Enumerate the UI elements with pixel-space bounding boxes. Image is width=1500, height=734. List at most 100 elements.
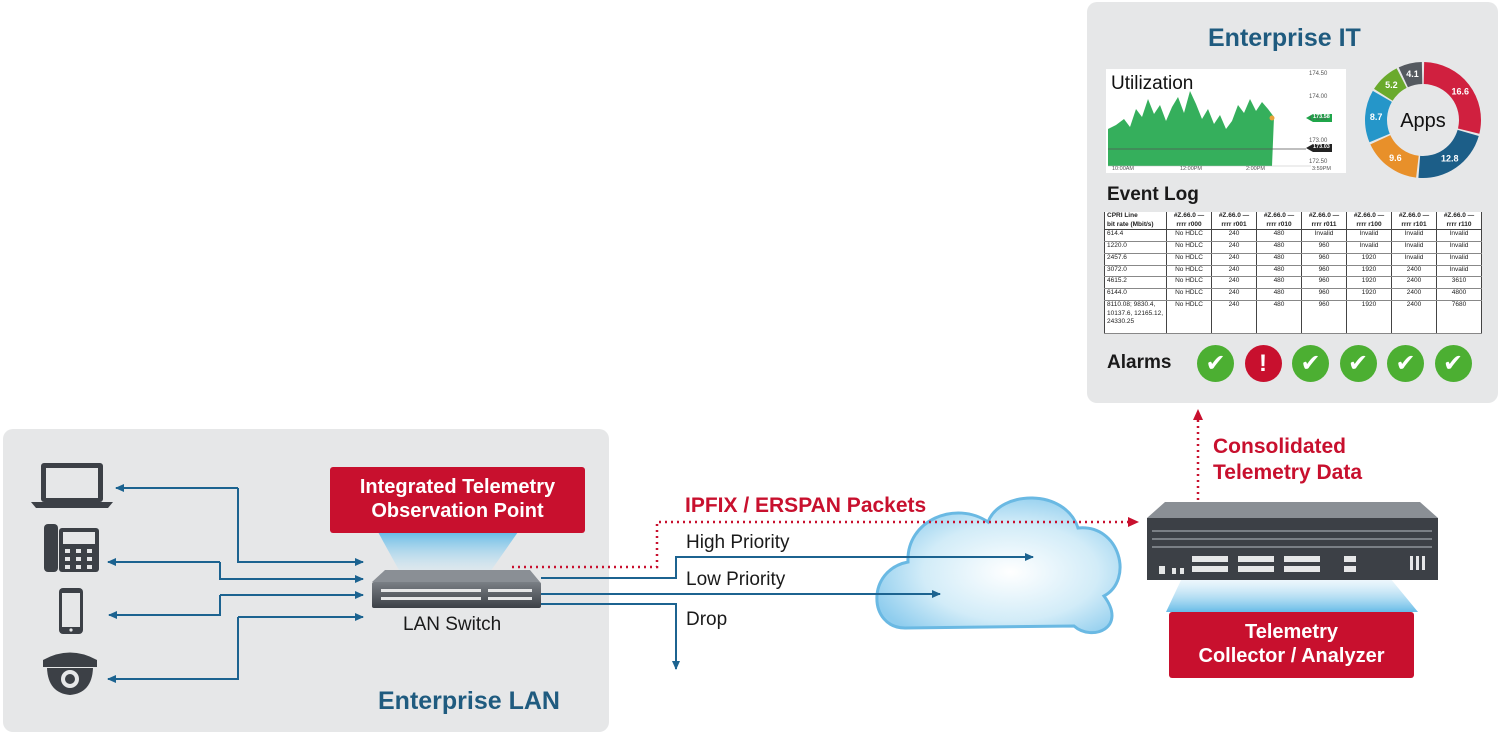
utilization-y-tick-4: 172.50 xyxy=(1309,159,1328,165)
event-log-cell: 480 xyxy=(1256,241,1302,254)
drop-label: Drop xyxy=(686,609,728,630)
event-log-cell: Invalid xyxy=(1436,265,1482,278)
event-log-cell: No HDLC xyxy=(1166,276,1212,290)
utilization-y-tick-1: 174.00 xyxy=(1309,94,1328,100)
observation-point-line2: Observation Point xyxy=(371,500,544,522)
telemetry-packets-path xyxy=(512,409,1203,569)
event-log-header-line: #Z.66.0 — xyxy=(1308,212,1340,219)
event-log-cell: 1220.0 xyxy=(1104,241,1167,254)
event-log-cell: 2400 xyxy=(1391,265,1437,278)
utilization-price-high: 173.58 xyxy=(1313,114,1330,120)
event-log-cell: 960 xyxy=(1301,300,1347,335)
desk-phone-icon xyxy=(44,524,99,572)
event-log-header-line: #Z.66.0 — xyxy=(1443,212,1475,219)
event-log-cell: 4615.2 xyxy=(1104,276,1167,290)
event-log-header-line: rrrr r010 xyxy=(1266,220,1292,228)
alarm-ok-icon: ✔ xyxy=(1434,345,1472,382)
event-log-cell: Invalid xyxy=(1436,241,1482,254)
event-log-header-line: #Z.66.0 — xyxy=(1173,212,1205,219)
event-log-header: #Z.66.0 —rrrr r110 xyxy=(1436,212,1482,231)
apps-donut-slice-label: 9.6 xyxy=(1389,153,1402,163)
event-log-header-line: #Z.66.0 — xyxy=(1263,212,1295,219)
event-log-header: #Z.66.0 —rrrr r010 xyxy=(1256,212,1302,231)
event-log-header-line: rrrr r000 xyxy=(1176,220,1202,228)
event-log-cell: 480 xyxy=(1256,276,1302,290)
event-log-cell: 240 xyxy=(1211,300,1257,335)
event-log-header: #Z.66.0 —rrrr r011 xyxy=(1301,212,1347,231)
event-log-cell: 614.4 xyxy=(1104,229,1167,242)
event-log-row: 8110.08; 9830.4, 10137.6, 12165.12, 2433… xyxy=(1104,300,1482,335)
enterprise-it-title: Enterprise IT xyxy=(1208,24,1361,52)
utilization-x-tick-2: 2:00PM xyxy=(1246,166,1265,172)
apps-donut-slice xyxy=(1365,90,1392,143)
collector-beam xyxy=(1166,578,1418,612)
collector-line1: Telemetry xyxy=(1244,621,1338,643)
event-log-cell: 240 xyxy=(1211,229,1257,242)
smartphone-icon xyxy=(59,588,83,634)
observation-point-box: Integrated Telemetry Observation Point xyxy=(330,467,585,533)
event-log-cell: 960 xyxy=(1301,241,1347,254)
event-log-cell: No HDLC xyxy=(1166,241,1212,254)
event-log-cell: 480 xyxy=(1256,229,1302,242)
event-log-cell: 7680 xyxy=(1436,300,1482,335)
event-log-cell: 4800 xyxy=(1436,288,1482,301)
event-log-header-line: #Z.66.0 — xyxy=(1353,212,1385,219)
event-log-cell: Invalid xyxy=(1391,253,1437,266)
event-log-header-line: #Z.66.0 — xyxy=(1398,212,1430,219)
apps-donut-slice-label: 8.7 xyxy=(1370,112,1383,122)
event-log-cell: Invalid xyxy=(1391,229,1437,242)
event-log-cell: 1920 xyxy=(1346,265,1392,278)
high-priority-label: High Priority xyxy=(686,532,790,553)
collector-box: Telemetry Collector / Analyzer xyxy=(1169,612,1414,678)
event-log-cell: 240 xyxy=(1211,265,1257,278)
apps-donut-slice xyxy=(1370,135,1419,178)
event-log-cell: 8110.08; 9830.4, 10137.6, 12165.12, 2433… xyxy=(1104,300,1167,335)
utilization-y-tick-3: 173.00 xyxy=(1309,138,1328,144)
lan-switch-label: LAN Switch xyxy=(403,614,502,635)
apps-donut-slice-label: 4.1 xyxy=(1406,69,1419,79)
cloud-icon xyxy=(875,496,1122,635)
event-log-cell: No HDLC xyxy=(1166,300,1212,335)
utilization-x-tick-0: 10:00AM xyxy=(1112,166,1135,172)
event-log-cell: Invalid xyxy=(1436,229,1482,242)
utilization-graph xyxy=(1108,91,1332,167)
event-log-cell: 1920 xyxy=(1346,288,1392,301)
consolidated-line2: Telemetry Data xyxy=(1213,461,1363,484)
event-log-cell: No HDLC xyxy=(1166,265,1212,278)
utilization-chart: Utilization 174.50 174.00 173.50 173.00 … xyxy=(1106,69,1346,173)
event-log-cell: 2400 xyxy=(1391,288,1437,301)
event-log-cell: 480 xyxy=(1256,288,1302,301)
apps-donut-slice-label: 5.2 xyxy=(1385,80,1398,90)
event-log-header: #Z.66.0 —rrrr r001 xyxy=(1211,212,1257,231)
ipfix-label: IPFIX / ERSPAN Packets xyxy=(685,494,927,517)
event-log-header: #Z.66.0 —rrrr r100 xyxy=(1346,212,1392,231)
event-log-cell: Invalid xyxy=(1436,253,1482,266)
event-log-cell: 240 xyxy=(1211,241,1257,254)
event-log-cell: Invalid xyxy=(1391,241,1437,254)
event-log-header-line: rrrr r110 xyxy=(1446,220,1472,228)
consolidated-telemetry-label: Consolidated Telemetry Data xyxy=(1213,434,1362,486)
event-log-cell: 480 xyxy=(1256,253,1302,266)
event-log-cell: 960 xyxy=(1301,265,1347,278)
event-log-cell: Invalid xyxy=(1346,241,1392,254)
alarm-ok-icon: ✔ xyxy=(1339,345,1377,382)
event-log-header: #Z.66.0 —rrrr r101 xyxy=(1391,212,1437,231)
event-log-header-line: #Z.66.0 — xyxy=(1218,212,1250,219)
event-log-cell: 240 xyxy=(1211,276,1257,290)
apps-donut-slice xyxy=(1374,68,1407,101)
low-priority-label: Low Priority xyxy=(686,569,786,590)
utilization-price-low: 173.03 xyxy=(1313,144,1330,150)
utilization-x-tick-1: 12:00PM xyxy=(1180,166,1203,172)
collector-line2: Collector / Analyzer xyxy=(1198,645,1385,667)
event-log-cell: 960 xyxy=(1301,288,1347,301)
consolidated-line1: Consolidated xyxy=(1213,435,1347,458)
event-log-cell: 3610 xyxy=(1436,276,1482,290)
event-log-cell: No HDLC xyxy=(1166,253,1212,266)
event-log-cell: 480 xyxy=(1256,300,1302,335)
